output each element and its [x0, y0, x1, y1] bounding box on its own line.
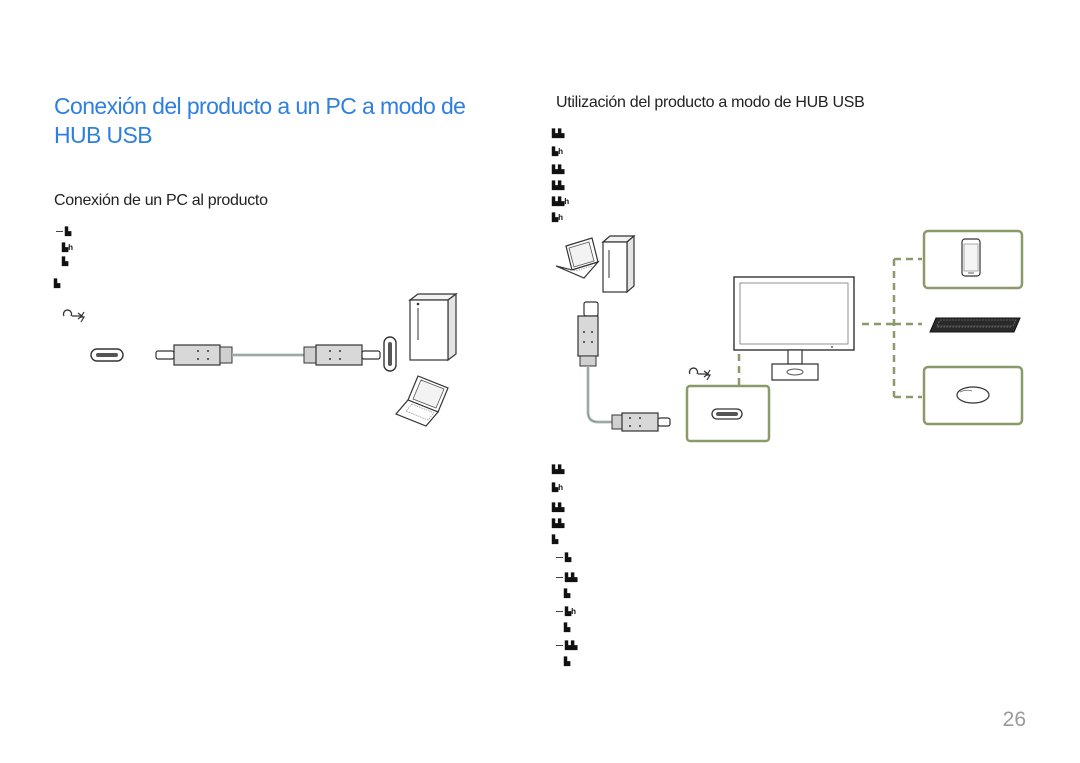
cable-icon	[586, 366, 614, 424]
note-glyph: ▙	[564, 623, 571, 632]
usb-power-delivery-icon	[62, 309, 86, 323]
usb-c-port-icon	[90, 348, 124, 362]
cable-icon	[587, 366, 614, 423]
paragraph-glyph: ▙▙	[552, 165, 565, 174]
paragraph-glyph: ▙▙h	[552, 197, 570, 206]
laptop-icon	[555, 237, 600, 279]
keyboard-icon	[929, 317, 1021, 333]
section-heading-usb-hub: Utilización del producto a modo de HUB U…	[556, 94, 865, 111]
usb-c-plug-vertical-icon	[577, 301, 599, 367]
usb-c-plug-horizontal-icon	[611, 412, 671, 432]
note-glyph: ▙	[56, 228, 71, 236]
paragraph-glyph: ▙	[552, 535, 559, 544]
laptop-icon	[394, 375, 449, 427]
note-glyph: ▙h	[62, 243, 74, 252]
usb-c-plug-left-icon	[155, 344, 233, 366]
paragraph-glyph: ▙▙	[552, 129, 565, 138]
paragraph-glyph: ▙h	[552, 147, 564, 156]
smartphone-device-frame	[922, 229, 1024, 290]
usb-c-port-frame	[685, 384, 771, 443]
page-number: 26	[1002, 708, 1026, 731]
usb-c-plug-right-icon	[303, 344, 381, 366]
paragraph-glyph: ▙h	[552, 213, 564, 222]
smartphone-icon	[961, 238, 981, 277]
note-glyph: ▙	[556, 554, 571, 562]
usb-power-delivery-icon	[688, 367, 712, 381]
paragraph-glyph: ▙h	[552, 483, 564, 492]
mouse-icon	[956, 386, 990, 404]
desktop-pc-icon	[408, 292, 458, 362]
note-glyph: ▙	[62, 257, 69, 266]
note-glyph: ▙	[564, 589, 571, 598]
note-glyph: ▙▙	[556, 642, 577, 650]
note-glyph: ▙h	[556, 608, 576, 616]
mouse-device-frame	[922, 365, 1024, 426]
section-heading-connect-pc: Conexión de un PC al producto	[54, 192, 268, 209]
page-title: Conexión del producto a un PC a modo de …	[54, 93, 466, 148]
usb-c-port-vertical-icon	[383, 336, 397, 372]
note-glyph: ▙▙	[556, 574, 577, 582]
paragraph-glyph: ▙▙	[552, 519, 565, 528]
paragraph-glyph: ▙▙	[552, 503, 565, 512]
note-glyph: ▙	[54, 279, 61, 288]
desktop-pc-icon	[601, 234, 636, 294]
paragraph-glyph: ▙▙	[552, 181, 565, 190]
note-glyph: ▙	[564, 657, 571, 666]
monitor-icon	[733, 276, 855, 381]
paragraph-glyph: ▙▙	[552, 465, 565, 474]
